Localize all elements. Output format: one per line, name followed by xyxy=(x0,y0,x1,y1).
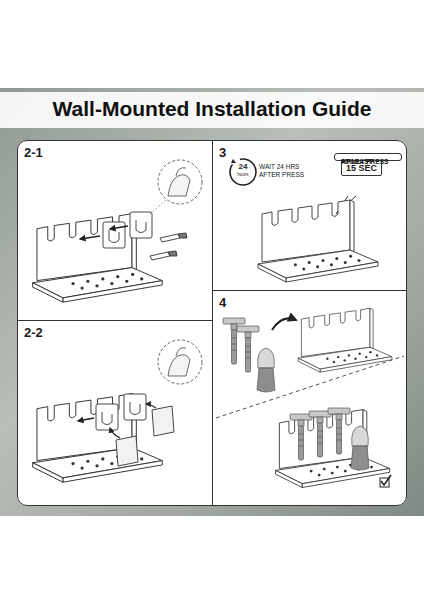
illustration-part xyxy=(158,160,202,204)
illustration-part xyxy=(272,318,296,330)
illustration-part xyxy=(110,226,128,229)
clock-number: 24 xyxy=(228,162,258,172)
illustration-part xyxy=(116,436,138,466)
illustration-part xyxy=(102,412,112,425)
illustration-part xyxy=(96,404,118,430)
step-4-art xyxy=(216,308,404,487)
illustration-part xyxy=(231,159,236,163)
illustration-part xyxy=(33,394,163,483)
illustration-part xyxy=(258,200,378,282)
illustration-part xyxy=(130,402,140,415)
step-panel: 2-2 xyxy=(17,320,213,506)
illustration-part xyxy=(309,411,331,457)
illustration-part xyxy=(351,426,369,470)
step-3-art xyxy=(230,159,378,282)
step-2-1-art xyxy=(33,160,202,302)
photo-backdrop xyxy=(0,88,424,516)
wait-note: WAIT 24 HRS AFTER PRESS xyxy=(259,163,311,179)
illustration-part xyxy=(160,234,180,242)
step-number: 4 xyxy=(219,295,226,310)
step-number: 2-2 xyxy=(24,325,43,340)
step-panel: 4 xyxy=(212,290,407,506)
step-panel: 2-1 xyxy=(17,140,213,321)
illustration-part xyxy=(290,414,312,460)
step-number: 3 xyxy=(219,145,226,160)
illustration-part xyxy=(124,394,146,420)
title: Wall-Mounted Installation Guide xyxy=(0,97,424,121)
illustration-part xyxy=(146,404,156,408)
illustration-part xyxy=(176,168,186,176)
illustration-part xyxy=(158,340,202,384)
illustration-part xyxy=(96,394,174,466)
illustration-part xyxy=(328,408,350,454)
step-2-2-art xyxy=(33,340,202,482)
clock-unit: hours xyxy=(228,172,258,177)
illustration-part xyxy=(103,212,187,260)
illustration-part xyxy=(223,318,245,364)
illustration-part xyxy=(257,348,275,392)
illustration-part xyxy=(109,230,119,243)
illustration-part xyxy=(216,356,404,418)
illustration-part xyxy=(152,406,174,436)
illustration-part xyxy=(298,308,392,372)
title-band xyxy=(0,92,424,128)
step-number: 2-1 xyxy=(24,145,43,160)
illustration-part xyxy=(150,252,170,260)
illustration-part xyxy=(178,233,187,238)
illustration-part xyxy=(276,410,390,488)
illustration-part xyxy=(237,326,259,372)
illustration-part xyxy=(110,428,120,438)
illustration-part xyxy=(103,222,125,248)
callout-box: FIRMLY PRESS15 SECAT LEAST xyxy=(334,153,402,161)
illustration-part xyxy=(381,475,391,485)
illustration-part xyxy=(150,200,166,214)
illustration-part xyxy=(168,175,190,196)
guide-sheet xyxy=(17,140,407,506)
illustration-part xyxy=(176,348,186,356)
illustration-part xyxy=(130,212,152,238)
illustration-part xyxy=(78,418,94,421)
callout-text: AT LEAST xyxy=(341,158,372,167)
illustration-part xyxy=(168,355,190,376)
illustration-part xyxy=(136,220,146,233)
illustration-part xyxy=(80,236,100,239)
illustration-part xyxy=(168,251,177,256)
